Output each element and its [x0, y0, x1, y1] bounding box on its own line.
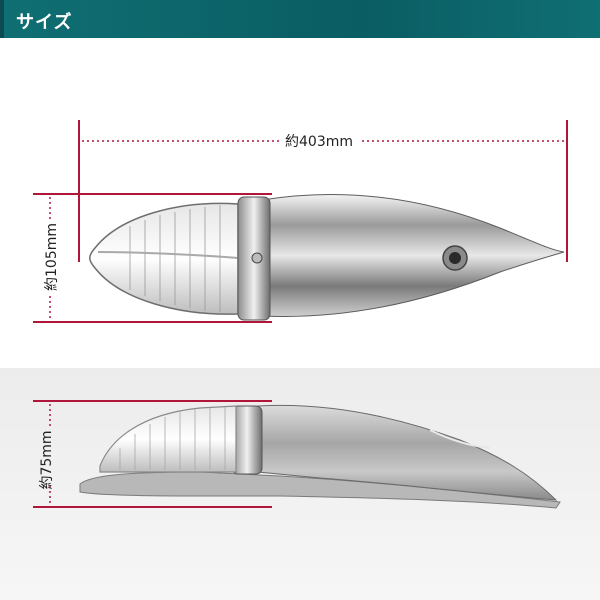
top-height-dimension: [33, 193, 272, 323]
side-height-label: 約75mm: [39, 430, 55, 490]
side-height-dimension: [33, 400, 272, 508]
side-lens: [99, 405, 237, 473]
chrome-hood: [257, 404, 558, 501]
top-height-label: 約105mm: [44, 223, 60, 291]
lens: [89, 202, 239, 315]
chrome-body: [261, 194, 565, 317]
section-title: サイズ: [16, 12, 73, 33]
header-accent: [0, 0, 4, 38]
length-dimension: [78, 120, 568, 262]
section-header: サイズ: [0, 0, 600, 38]
screw-icon: [251, 252, 263, 264]
mount-hole-inner: [449, 252, 461, 264]
side-lens-ribs: [119, 407, 226, 470]
length-label: 約403mm: [283, 131, 355, 151]
product-side-view: [79, 404, 561, 509]
lens-ribs: [129, 205, 221, 312]
product-top-view: [89, 194, 565, 321]
